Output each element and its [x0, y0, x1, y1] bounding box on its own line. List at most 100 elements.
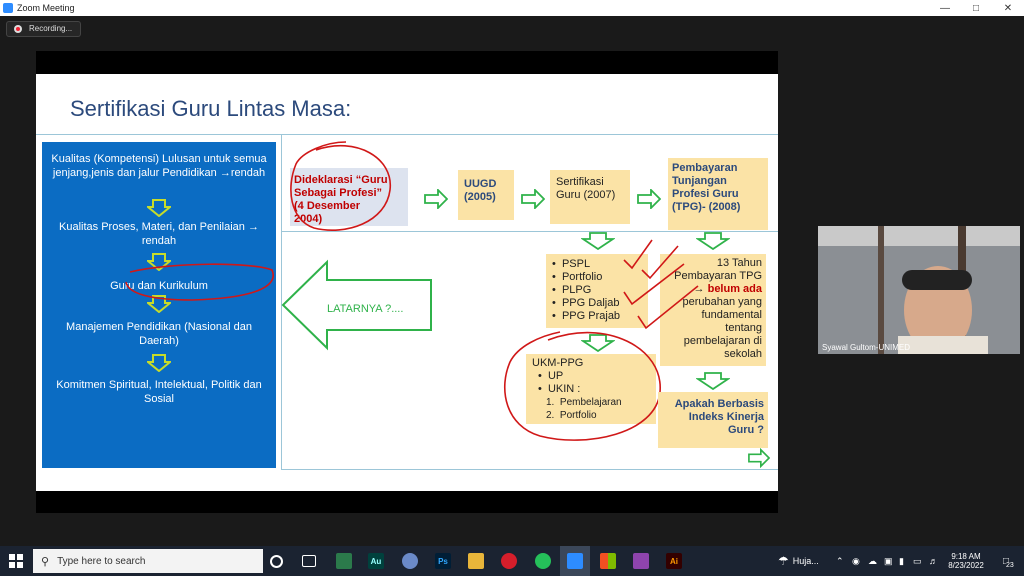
big-left-arrow-icon: [281, 259, 432, 351]
adobe-audition-icon[interactable]: Au: [368, 553, 384, 569]
deklarasi-line-3: (4 Desember: [294, 200, 361, 212]
sertifikasi-line-2: Guru (2007): [556, 189, 616, 201]
yellow-down-arrow-icon: [147, 253, 171, 271]
box-13-tahun: 13 Tahun Pembayaran TPG → belum ada peru…: [660, 254, 766, 366]
list-item-text: PSPL: [561, 258, 591, 270]
photoshop-icon[interactable]: Ps: [435, 553, 451, 569]
apakah-line-2: Indeks Kinerja: [688, 411, 764, 423]
tahun-line-4: perubahan yang: [682, 296, 762, 308]
list-item: • UKIN :: [538, 383, 581, 395]
list-item-text: Portfolio: [561, 271, 603, 283]
list-item: • PSPL: [552, 258, 591, 270]
left-item-komitmen: Komitmen Spiritual, Intelektual, Politik…: [56, 379, 262, 405]
uugd-line-1: UUGD: [464, 178, 497, 190]
belum-ada-text: belum ada: [707, 283, 762, 295]
red-checkmarks-annotation: [623, 239, 699, 330]
zoom-taskbar-icon[interactable]: [567, 553, 583, 569]
green-down-arrow-icon: [696, 372, 730, 390]
ukm-subitem-text: Portfolio: [559, 410, 597, 421]
illustrator-icon[interactable]: Ai: [666, 553, 682, 569]
tahun-line-7: pembelajaran di: [683, 335, 762, 347]
app-icon-1[interactable]: [336, 553, 352, 569]
frame-rule-top: [36, 134, 778, 135]
left-panel: Kualitas (Kompetensi) Lulusan untuk semu…: [42, 142, 276, 468]
minimize-icon[interactable]: —: [940, 2, 950, 14]
tahun-arrow-text: →: [693, 283, 708, 295]
frame-rule-vertical: [281, 134, 282, 470]
red-annotation-circle: [290, 141, 391, 232]
left-item-kualitas-lulusan: Kualitas (Kompetensi) Lulusan untuk semu…: [51, 153, 267, 179]
shared-screen: Sertifikasi Guru Lintas Masa: Kualitas (…: [36, 51, 778, 513]
notification-icon: □: [1002, 555, 1010, 567]
deklarasi-line-1: Dideklarasi “Guru: [294, 174, 388, 186]
participant-video[interactable]: Syawal Gultom-UNIMED: [818, 226, 1020, 354]
box-uugd: UUGD (2005): [458, 170, 514, 220]
ukm-subitem-number: 2.: [546, 410, 555, 421]
presentation-slide: Sertifikasi Guru Lintas Masa: Kualitas (…: [36, 74, 778, 491]
network-icon[interactable]: ▭: [913, 555, 922, 566]
yellow-down-arrow-icon: [147, 199, 171, 217]
maximize-icon[interactable]: □: [972, 2, 980, 14]
clock-time: 9:18 AM: [951, 552, 981, 561]
slide-title: Sertifikasi Guru Lintas Masa:: [70, 96, 352, 121]
participant-video-image: [818, 226, 1020, 354]
whatsapp-icon[interactable]: [535, 553, 551, 569]
box-program-list: • PSPL • Portfolio • PLPG • PPG Daljab •…: [546, 254, 648, 328]
list-item: • UP: [538, 370, 564, 382]
close-icon[interactable]: ✕: [1003, 2, 1013, 14]
green-right-arrow-icon: [424, 189, 448, 209]
windows-start-icon[interactable]: [9, 554, 23, 568]
microsoft-store-icon[interactable]: [600, 553, 616, 569]
ukm-subitem-text: Pembelajaran: [559, 397, 622, 408]
paint-icon[interactable]: [402, 553, 418, 569]
green-right-arrow-icon: [637, 189, 661, 209]
tray-icon-2[interactable]: ▣: [884, 555, 893, 566]
uugd-line-2: (2005): [464, 191, 496, 203]
ukm-title: UKM-PPG: [532, 357, 584, 369]
red-annotation-oval: [125, 263, 274, 301]
green-right-arrow-icon: [521, 189, 545, 209]
notification-count: 23: [1006, 562, 1014, 569]
volume-icon[interactable]: ♬: [929, 556, 938, 566]
task-view-icon[interactable]: [302, 555, 316, 567]
tray-icon-1[interactable]: ◉: [852, 555, 860, 566]
list-item: • PPG Prajab: [552, 310, 621, 322]
weather-widget[interactable]: ☂ Huja...: [778, 546, 819, 576]
recording-indicator[interactable]: Recording...: [6, 21, 82, 37]
onedrive-icon[interactable]: ☁: [868, 555, 877, 566]
app-icon-2[interactable]: [633, 553, 649, 569]
list-item-text: PPG Prajab: [561, 310, 621, 322]
opera-browser-icon[interactable]: [501, 553, 517, 569]
taskbar: ⚲ Type here to search Au Ps Ai ☂ Huja...…: [0, 546, 1024, 576]
apakah-line-1: Apakah Berbasis: [674, 398, 764, 410]
rain-cloud-icon: ☂: [778, 554, 789, 568]
tahun-line-2: Pembayaran TPG: [674, 270, 762, 282]
clock[interactable]: 9:18 AM 8/23/2022: [946, 546, 986, 576]
list-item: 1. Pembelajaran: [532, 396, 650, 409]
box-apakah: Apakah Berbasis Indeks Kinerja Guru ?: [658, 392, 768, 448]
deklarasi-line-2: Sebagai Profesi”: [294, 187, 383, 199]
notification-center[interactable]: □ 23: [996, 546, 1016, 576]
box-sertifikasi: Sertifikasi Guru (2007): [550, 170, 630, 224]
list-item: • PPG Daljab: [552, 297, 620, 309]
latarnya-label: LATARNYA ?....: [327, 303, 404, 315]
search-icon: ⚲: [41, 555, 50, 568]
recording-label: Recording...: [29, 24, 73, 33]
battery-icon[interactable]: ▮: [899, 555, 904, 566]
taskbar-search-box[interactable]: ⚲ Type here to search: [33, 549, 263, 573]
yellow-down-arrow-icon: [147, 295, 171, 313]
cortana-icon[interactable]: [270, 555, 283, 568]
ukm-item-text: UKIN :: [547, 383, 581, 395]
sertifikasi-line-1: Sertifikasi: [556, 176, 604, 188]
file-explorer-icon[interactable]: [468, 553, 484, 569]
box-ukm-ppg: UKM-PPG • UP • UKIN : 1. Pembelajaran 2.…: [526, 354, 656, 424]
left-item-guru-kurikulum: Guru dan Kurikulum: [110, 280, 208, 292]
window-titlebar: Zoom Meeting — □ ✕: [0, 0, 1024, 16]
green-down-arrow-icon: [696, 232, 730, 250]
tpg-line-4: (TPG)- (2008): [672, 201, 741, 213]
green-right-arrow-icon: [748, 448, 770, 468]
tahun-line-3: → belum ada: [664, 283, 762, 296]
chevron-up-icon[interactable]: ⌃: [836, 555, 844, 566]
window-title: Zoom Meeting: [17, 3, 75, 13]
zoom-app-icon: [3, 3, 13, 13]
